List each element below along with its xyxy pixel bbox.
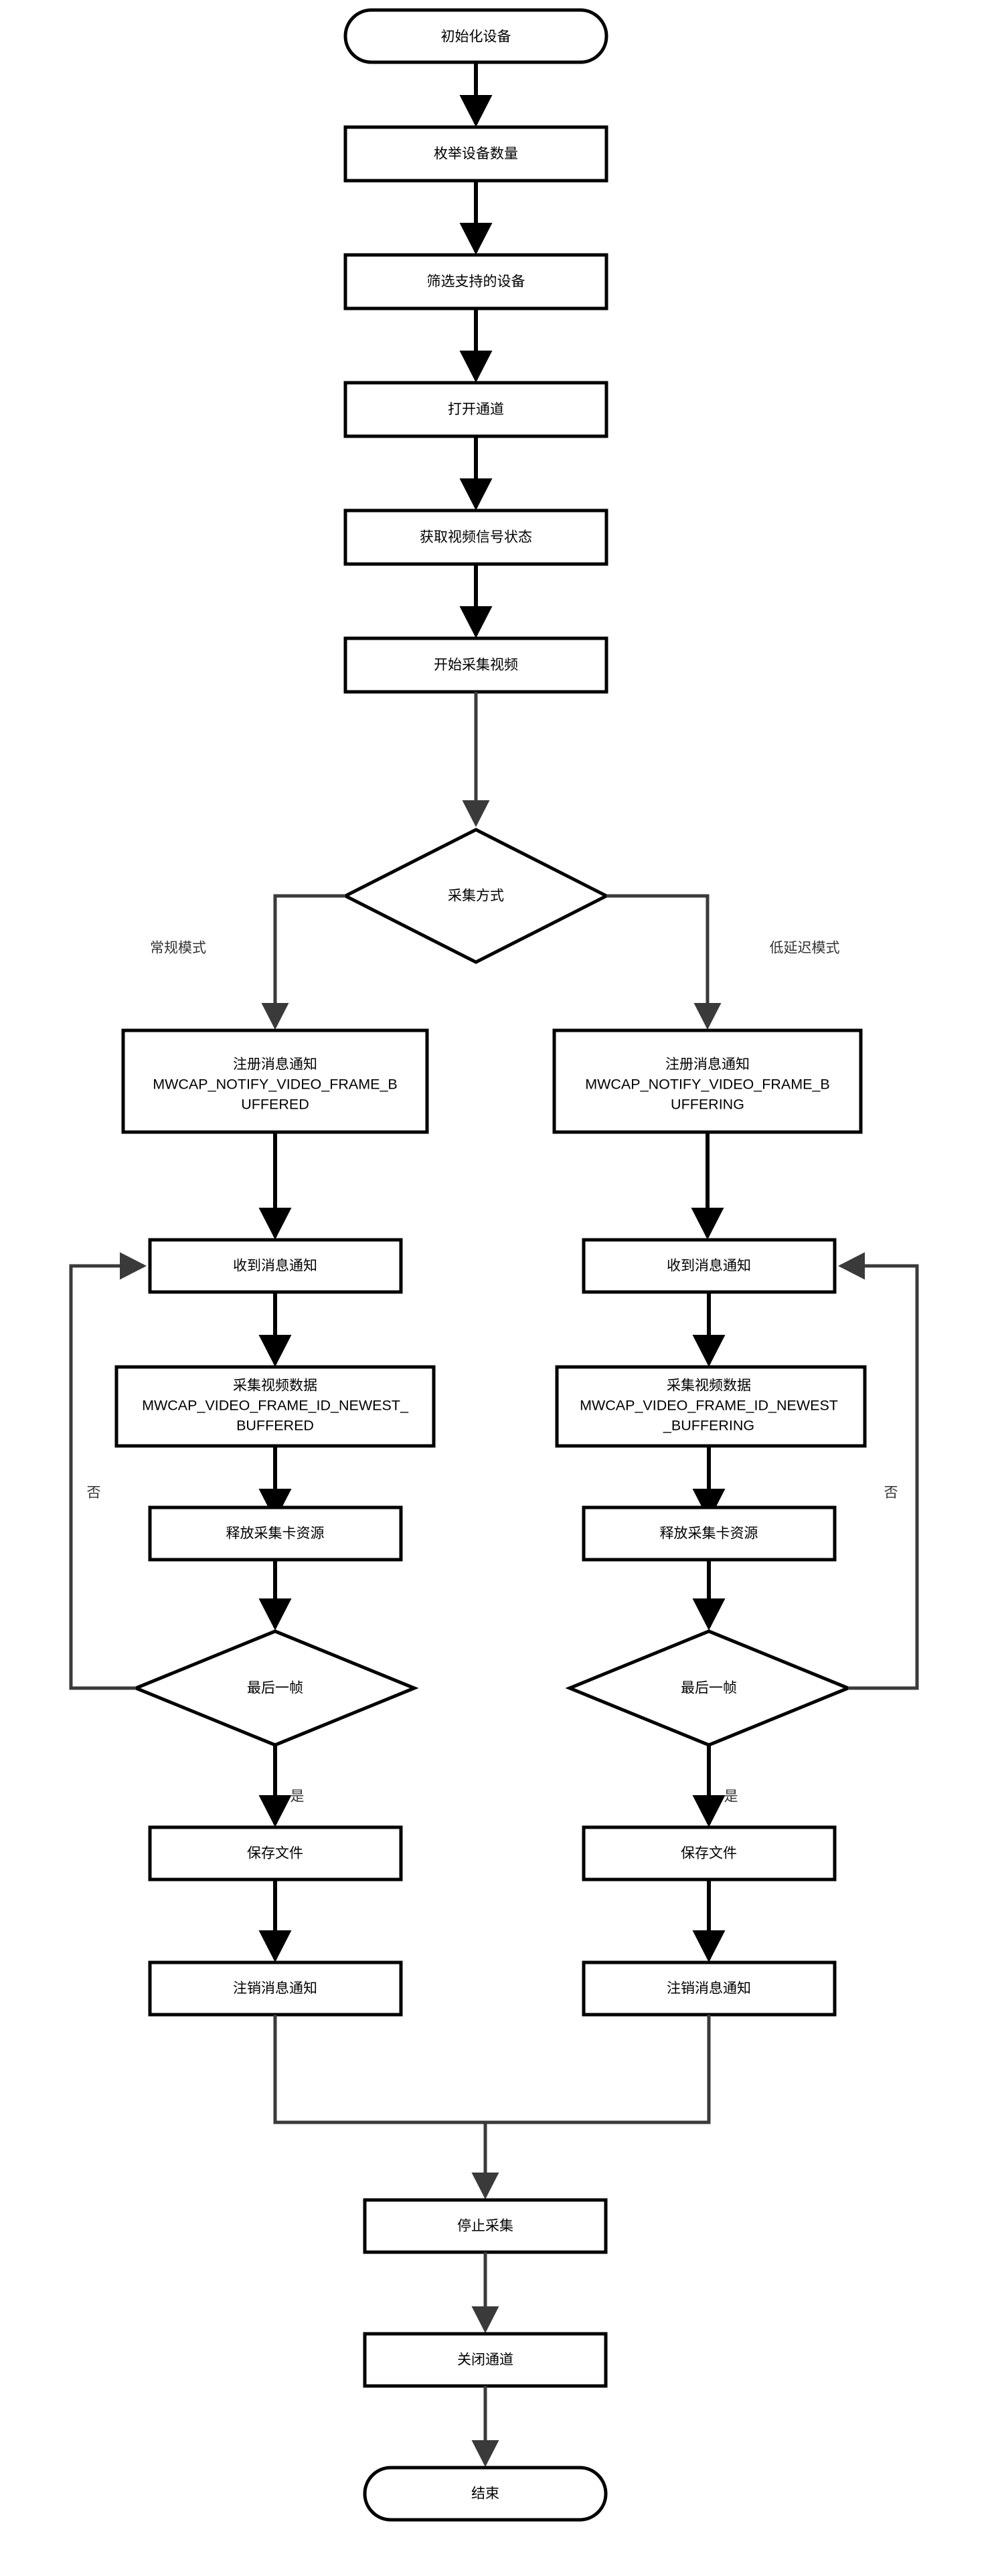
edge-mode-to-left-register bbox=[261, 894, 345, 1030]
node-right-capture-data[interactable]: 采集视频数据 MWCAP_VIDEO_FRAME_ID_NEWEST _BUFF… bbox=[555, 1365, 867, 1448]
end-terminator-shape bbox=[363, 2466, 608, 2522]
node-enumerate-devices[interactable]: 枚举设备数量 bbox=[343, 125, 608, 183]
node-start[interactable]: 初始化设备 bbox=[343, 8, 608, 64]
left-unregister-label: 注销消息通知 bbox=[233, 1981, 317, 1997]
get-signal-status-shape bbox=[343, 509, 608, 566]
right-capture-data-shape bbox=[555, 1365, 867, 1448]
edge-label-low-latency-mode: 低延迟模式 bbox=[770, 941, 840, 956]
get-signal-status-label: 获取视频信号状态 bbox=[420, 530, 532, 545]
left-release-label: 释放采集卡资源 bbox=[226, 1526, 325, 1542]
node-open-channel[interactable]: 打开通道 bbox=[343, 381, 608, 438]
node-left-save-file[interactable]: 保存文件 bbox=[148, 1825, 403, 1881]
node-left-receive[interactable]: 收到消息通知 bbox=[148, 1238, 403, 1294]
start-capture-shape bbox=[343, 636, 608, 694]
node-right-register[interactable]: 注册消息通知 MWCAP_NOTIFY_VIDEO_FRAME_B UFFERI… bbox=[552, 1028, 863, 1134]
node-stop-capture[interactable]: 停止采集 bbox=[363, 2198, 608, 2254]
node-start-capture[interactable]: 开始采集视频 bbox=[343, 636, 608, 694]
left-register-line3: UFFERED bbox=[241, 1097, 309, 1113]
filter-devices-shape bbox=[343, 253, 608, 310]
edge-label-right-no: 否 bbox=[884, 1485, 898, 1501]
right-capture-data-line3: _BUFFERING bbox=[663, 1418, 754, 1434]
edge-label-left-yes: 是 bbox=[291, 1789, 305, 1805]
right-register-shape bbox=[552, 1028, 863, 1134]
node-right-release[interactable]: 释放采集卡资源 bbox=[582, 1505, 837, 1562]
node-right-receive[interactable]: 收到消息通知 bbox=[582, 1238, 837, 1294]
node-left-capture-data[interactable]: 采集视频数据 MWCAP_VIDEO_FRAME_ID_NEWEST_ BUFF… bbox=[114, 1365, 436, 1448]
node-right-unregister[interactable]: 注销消息通知 bbox=[582, 1960, 837, 2017]
enumerate-devices-label: 枚举设备数量 bbox=[434, 147, 518, 162]
node-left-release[interactable]: 释放采集卡资源 bbox=[148, 1505, 403, 1562]
left-receive-label: 收到消息通知 bbox=[233, 1259, 317, 1274]
start-capture-label: 开始采集视频 bbox=[434, 658, 518, 673]
close-channel-shape bbox=[363, 2332, 608, 2388]
node-close-channel[interactable]: 关闭通道 bbox=[363, 2332, 608, 2388]
node-capture-mode[interactable]: 采集方式 bbox=[341, 828, 610, 964]
node-end[interactable]: 结束 bbox=[363, 2466, 608, 2522]
node-right-save-file[interactable]: 保存文件 bbox=[582, 1825, 837, 1881]
filter-devices-label: 筛选支持的设备 bbox=[427, 274, 525, 290]
stop-capture-shape bbox=[363, 2198, 608, 2254]
node-left-unregister[interactable]: 注销消息通知 bbox=[148, 1960, 403, 2017]
right-last-frame-label: 最后一帧 bbox=[681, 1681, 737, 1696]
edge-left-no-loop bbox=[69, 1252, 147, 1690]
left-save-file-label: 保存文件 bbox=[247, 1846, 303, 1861]
left-save-file-shape bbox=[148, 1825, 403, 1881]
open-channel-label: 打开通道 bbox=[448, 402, 504, 418]
node-left-register[interactable]: 注册消息通知 MWCAP_NOTIFY_VIDEO_FRAME_B UFFERE… bbox=[121, 1028, 429, 1134]
right-register-line2: MWCAP_NOTIFY_VIDEO_FRAME_B bbox=[585, 1077, 830, 1093]
right-capture-data-line1: 采集视频数据 bbox=[667, 1378, 751, 1394]
left-capture-data-line3: BUFFERED bbox=[236, 1418, 314, 1434]
edge-label-right-yes: 是 bbox=[724, 1789, 738, 1805]
edge-label-left-no: 否 bbox=[87, 1485, 101, 1501]
stop-capture-label: 停止采集 bbox=[457, 2219, 513, 2234]
left-capture-data-line2: MWCAP_VIDEO_FRAME_ID_NEWEST_ bbox=[142, 1398, 409, 1414]
right-save-file-shape bbox=[582, 1825, 837, 1881]
left-register-line1: 注册消息通知 bbox=[233, 1057, 317, 1073]
left-last-frame-label: 最后一帧 bbox=[247, 1681, 303, 1696]
right-register-line3: UFFERING bbox=[671, 1097, 744, 1113]
left-release-shape bbox=[148, 1505, 403, 1562]
right-release-shape bbox=[582, 1505, 837, 1562]
edge-merge-branches bbox=[273, 2015, 711, 2124]
node-filter-devices[interactable]: 筛选支持的设备 bbox=[343, 253, 608, 310]
node-get-signal-status[interactable]: 获取视频信号状态 bbox=[343, 509, 608, 566]
node-left-last-frame[interactable]: 最后一帧 bbox=[131, 1629, 419, 1747]
enumerate-devices-shape bbox=[343, 125, 608, 183]
right-register-line1: 注册消息通知 bbox=[665, 1057, 750, 1073]
end-label: 结束 bbox=[471, 2486, 499, 2502]
edge-right-no-loop bbox=[837, 1252, 919, 1690]
node-right-last-frame[interactable]: 最后一帧 bbox=[565, 1629, 853, 1747]
capture-mode-shape bbox=[341, 828, 610, 964]
left-unregister-shape bbox=[148, 1960, 403, 2017]
right-save-file-label: 保存文件 bbox=[681, 1846, 737, 1861]
left-register-shape bbox=[121, 1028, 429, 1134]
start-label: 初始化设备 bbox=[441, 29, 511, 45]
right-capture-data-line2: MWCAP_VIDEO_FRAME_ID_NEWEST bbox=[580, 1398, 838, 1414]
left-capture-data-shape bbox=[114, 1365, 436, 1448]
right-receive-label: 收到消息通知 bbox=[667, 1259, 751, 1274]
right-unregister-label: 注销消息通知 bbox=[667, 1981, 751, 1997]
edge-mode-to-right-register bbox=[606, 894, 722, 1030]
capture-mode-label: 采集方式 bbox=[448, 889, 504, 904]
edge-label-normal-mode: 常规模式 bbox=[150, 941, 206, 956]
left-receive-shape bbox=[148, 1238, 403, 1294]
left-register-line2: MWCAP_NOTIFY_VIDEO_FRAME_B bbox=[153, 1077, 398, 1093]
close-channel-label: 关闭通道 bbox=[457, 2353, 513, 2368]
open-channel-shape bbox=[343, 381, 608, 438]
left-capture-data-line1: 采集视频数据 bbox=[233, 1378, 317, 1394]
right-release-label: 释放采集卡资源 bbox=[660, 1526, 758, 1542]
